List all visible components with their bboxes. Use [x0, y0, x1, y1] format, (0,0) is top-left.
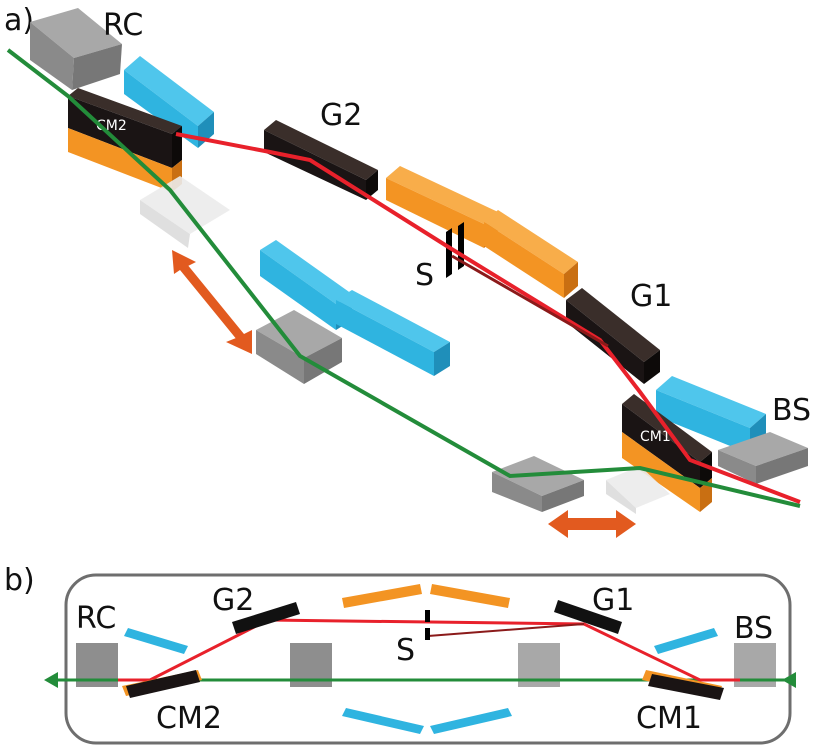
rc-label-a: RC — [103, 8, 143, 43]
cm1-label-b: CM1 — [636, 701, 702, 736]
bs-label-a: BS — [772, 393, 811, 428]
translation-arrow-bottom-a — [548, 510, 636, 538]
panel-a-tag: a) — [4, 3, 34, 38]
s-label-b: S — [396, 633, 415, 668]
g1-label-a: G1 — [630, 279, 672, 314]
green-beam-a — [6, 48, 801, 508]
gray-block-low-a — [492, 456, 584, 512]
cm1-bar-b — [648, 674, 724, 700]
light-block-cm2-a — [140, 176, 230, 248]
bs-block-a — [718, 432, 808, 484]
g1-label-b: G1 — [592, 583, 634, 618]
translation-arrow-left-a — [172, 250, 252, 354]
blue-bar-tl-b — [124, 628, 188, 654]
red-beam-a — [175, 132, 801, 504]
gray-block-mid-a — [256, 310, 342, 384]
g1-bar-b — [554, 600, 622, 634]
slit-b-bottom — [425, 628, 430, 640]
blue-bar-bl-b — [342, 708, 424, 734]
cm2-bar-b — [126, 670, 200, 698]
bs-label-b: BS — [734, 611, 773, 646]
cm2-label-b: CM2 — [156, 701, 222, 736]
blue-bar-br-b — [430, 708, 512, 734]
panel-b-tag: b) — [4, 563, 35, 598]
panel-a: a) RC CM2 — [4, 3, 811, 538]
dark-red-beam-b — [427, 623, 585, 637]
light-block-cm1-a — [606, 466, 670, 514]
orange-bar-tl-b — [342, 584, 422, 608]
dark-red-beam-a — [451, 254, 609, 348]
enclosure-frame — [64, 573, 792, 745]
blue-bar-tr-b — [654, 628, 718, 654]
g1-block-a — [566, 288, 660, 384]
cm1-label-a: CM1 — [640, 429, 671, 445]
panel-b: b) RC G2 S G1 — [4, 563, 796, 745]
rc-label-b: RC — [76, 601, 116, 636]
green-arrow-left-b — [44, 672, 58, 688]
g2-bar-b — [232, 602, 300, 634]
orange-bar-tr-b — [430, 584, 510, 608]
orange-block-1-a — [386, 166, 498, 248]
g2-label-b: G2 — [212, 583, 254, 618]
blue-block-mid2-a — [336, 290, 450, 376]
rc-block-a — [30, 8, 122, 90]
slit-b-top — [425, 610, 430, 622]
s-label-a: S — [415, 258, 434, 293]
orange-block-2-a — [484, 210, 578, 298]
green-arrow-right-b — [782, 672, 796, 688]
g2-label-a: G2 — [320, 98, 362, 133]
